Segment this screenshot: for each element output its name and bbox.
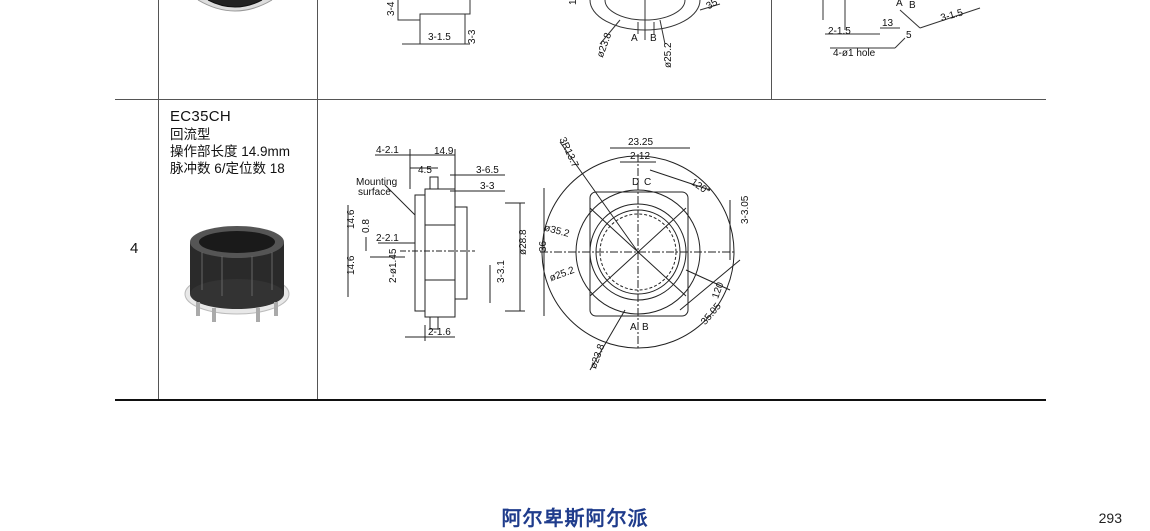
dim-label: A bbox=[630, 322, 637, 333]
dim-label: 4-ø1 hole bbox=[833, 48, 876, 59]
model-spec-pulses: 脉冲数 6/定位数 18 bbox=[170, 161, 285, 176]
page-number: 293 bbox=[1098, 510, 1122, 526]
dim-label: 2-1.5 bbox=[828, 26, 851, 37]
dim-label: 14.6 bbox=[346, 209, 357, 229]
mounting-label: surface bbox=[358, 187, 391, 198]
dim-label: 23.25 bbox=[628, 137, 653, 148]
dim-label: ø28.8 bbox=[518, 229, 529, 255]
dim-label: ø35.2 bbox=[543, 223, 571, 240]
dim-label: 3-3.1 bbox=[496, 260, 507, 283]
dim-label: 35.05 bbox=[699, 301, 724, 328]
front-view-drawing: 3R13.7 23.25 2-12 D C 120° ø35.2 3-3.05 … bbox=[538, 136, 751, 371]
product-photo bbox=[184, 226, 290, 322]
dim-label: 3-6.5 bbox=[476, 165, 499, 176]
side-view-drawing: 4-2.1 14.9 4.5 3-6.5 3-3 Mounting surfac… bbox=[346, 145, 529, 341]
top-row-drawings: 3-1.5 3-3 3-4 18 ø23.8 A B ø25.2 35 2-1.… bbox=[386, 0, 981, 68]
dim-label: 120 bbox=[710, 280, 726, 300]
model-name: EC35CH bbox=[170, 108, 231, 125]
dim-label: 18 bbox=[568, 0, 579, 5]
dim-label: 14.9 bbox=[434, 146, 454, 157]
dim-label: C bbox=[644, 177, 651, 188]
dim-label: ø23.8 bbox=[595, 31, 614, 59]
dim-label: 3-3.05 bbox=[740, 195, 751, 224]
dim-label: 3-3 bbox=[467, 29, 478, 44]
dim-label: ø23.8 bbox=[588, 342, 607, 370]
dim-label: 35 bbox=[705, 0, 721, 12]
dim-label: ø25.2 bbox=[663, 42, 674, 68]
dim-label: 13 bbox=[882, 18, 894, 29]
dim-label: 3-3 bbox=[480, 181, 495, 192]
dim-label: A bbox=[896, 0, 903, 9]
dim-label: 3-1.5 bbox=[939, 7, 964, 24]
dim-label: 120° bbox=[689, 177, 712, 198]
dim-label: 4.5 bbox=[418, 165, 432, 176]
dim-label: 14.6 bbox=[346, 255, 357, 275]
dim-label: 4-2.1 bbox=[376, 145, 399, 156]
dim-label: 3R13.7 bbox=[557, 136, 581, 170]
dim-label: 0.8 bbox=[361, 219, 372, 233]
dim-label: 36 bbox=[538, 240, 549, 252]
table-left-border bbox=[158, 0, 159, 400]
dim-label: ø25.2 bbox=[548, 265, 576, 284]
dim-label: B bbox=[642, 322, 649, 333]
dim-label: 3-4 bbox=[386, 1, 397, 16]
footer-brand: 阿尔卑斯阿尔派 bbox=[501, 508, 649, 530]
model-spec-length: 操作部长度 14.9mm bbox=[170, 144, 291, 159]
dim-label: D bbox=[632, 177, 639, 188]
top-row-divider bbox=[771, 0, 772, 99]
dim-label: 2-ø1.45 bbox=[388, 248, 399, 283]
dim-label: 5 bbox=[906, 30, 912, 41]
table-column-divider bbox=[317, 0, 318, 400]
dim-label: 2-1.6 bbox=[428, 327, 451, 338]
model-type: 回流型 bbox=[170, 127, 211, 142]
dim-label: 2-2.1 bbox=[376, 233, 399, 244]
dim-label: 3-1.5 bbox=[428, 32, 451, 43]
row-separator bbox=[115, 99, 1046, 100]
mounting-label: Mounting bbox=[356, 177, 397, 188]
dim-label: B bbox=[650, 33, 657, 44]
dim-label: B bbox=[909, 0, 916, 11]
dim-label: A bbox=[631, 33, 638, 44]
product-photo-top bbox=[197, 0, 273, 12]
row-number: 4 bbox=[130, 240, 139, 257]
dim-label: 2-12 bbox=[630, 151, 650, 162]
table-bottom-border bbox=[115, 399, 1046, 401]
